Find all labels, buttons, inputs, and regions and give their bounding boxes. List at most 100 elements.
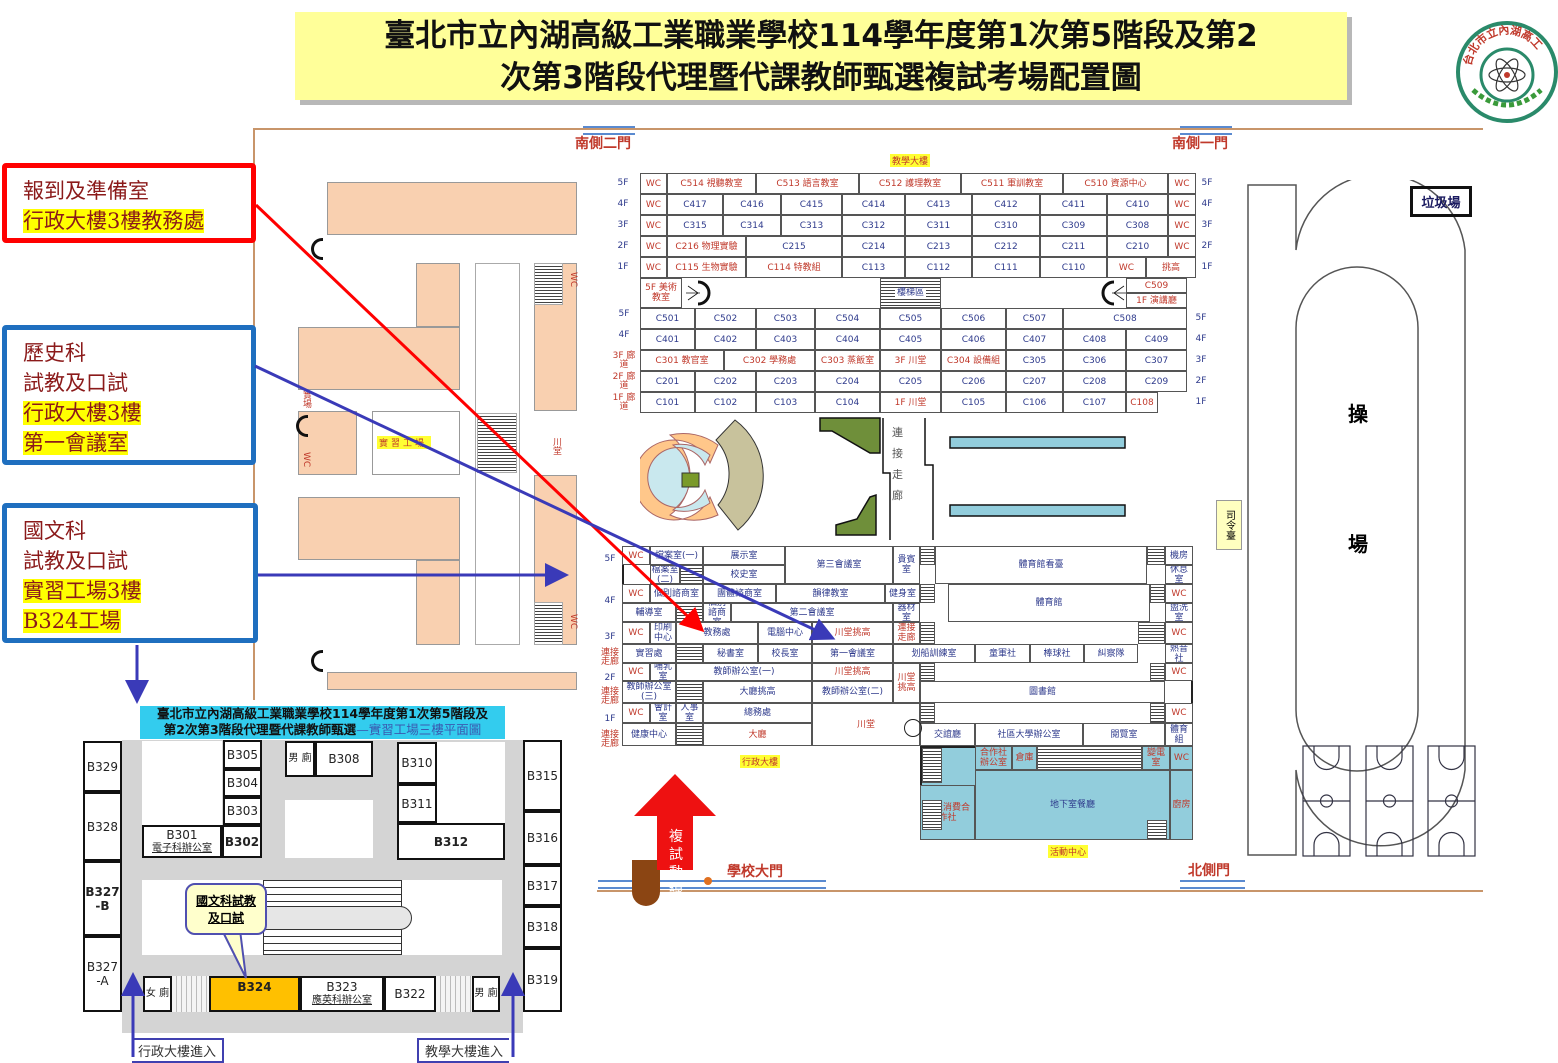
workshop-block	[327, 672, 577, 690]
stair-area-label: 樓梯區	[894, 288, 926, 298]
admin-room: 倉庫	[1012, 746, 1037, 770]
admin-room: 廚房	[1170, 770, 1193, 840]
campus-boundary-bottom	[597, 890, 1483, 892]
classroom: C412	[972, 194, 1040, 215]
admin-room: 總務處	[703, 703, 812, 723]
stairs	[920, 622, 935, 644]
stairs	[922, 748, 942, 783]
south-gate-1: 南側一門	[1172, 136, 1228, 152]
classroom: 3F 川堂	[880, 350, 941, 371]
classroom: C203	[756, 371, 815, 392]
inset-stairs	[172, 976, 209, 1012]
classroom: C105	[941, 392, 1006, 413]
inset-room-b315: B315	[523, 740, 562, 811]
stairs	[920, 584, 935, 603]
wc-label: WC	[301, 452, 311, 468]
classroom: C406	[941, 329, 1006, 350]
admin-room: 體育組	[1165, 723, 1193, 746]
floor-label: 4F	[617, 199, 629, 209]
inset-room-b308: B308	[315, 741, 373, 777]
admin-room: 川堂挑高	[893, 663, 920, 703]
admin-room: 川堂挑高	[812, 663, 893, 681]
admin-room: 人事室	[676, 703, 703, 723]
inset-stair-landing	[258, 906, 412, 930]
teaching-building-label: 教學大樓	[890, 154, 931, 167]
classroom: C313	[781, 215, 842, 236]
classroom: C507	[1006, 308, 1063, 329]
inset-room-mens2: 男 廁	[472, 976, 500, 1012]
inset-room-b329: B329	[83, 741, 122, 792]
classroom: C201	[640, 371, 695, 392]
admin-room: 划船訓練室	[893, 644, 975, 663]
gate-marker	[583, 126, 635, 135]
workshop-block	[416, 263, 460, 327]
floor-label: 2F 廊道	[612, 372, 636, 391]
stairs	[920, 546, 935, 565]
admin-room: 第二會議室	[731, 603, 893, 622]
admin-room: 熱音社	[1165, 644, 1193, 663]
stairs	[1150, 663, 1165, 681]
entry-teaching-building: 教學大樓進入	[417, 1038, 510, 1063]
classroom: C213	[905, 236, 972, 257]
basketball-courts	[1302, 745, 1476, 857]
flow-arrow-icon	[634, 774, 716, 870]
classroom: C303 蒸飯室	[815, 350, 880, 371]
classroom: C113	[842, 257, 905, 278]
floor-label: 5F	[617, 178, 629, 188]
workshop-block	[298, 327, 460, 390]
stairs	[1150, 703, 1165, 723]
classroom: C417	[667, 194, 723, 215]
classroom: 挑高	[1146, 257, 1196, 278]
link-corridor-label: 連接走廊	[600, 648, 619, 667]
floor-label: 2F	[1201, 241, 1213, 251]
classroom: WC	[640, 173, 667, 194]
inset-void	[142, 741, 222, 825]
admin-room: WC	[622, 546, 650, 565]
inset-room-womens: 女 廁	[143, 976, 172, 1012]
floor-label: 3F 廊道	[612, 351, 636, 370]
admin-room: WC	[1170, 746, 1193, 770]
floor-label: 2F	[617, 241, 629, 251]
floor-label: 3F	[604, 632, 616, 642]
stairs	[1037, 746, 1142, 770]
admin-room: 校史室	[703, 565, 785, 584]
admin-room: WC	[1165, 663, 1193, 681]
admin-room: 體育館看臺	[935, 546, 1147, 584]
classroom: C304 設備組	[941, 350, 1006, 371]
title-line-2: 次第3階段代理暨代課教師甄選複試考場配置圖	[500, 60, 1142, 96]
flow-char: 試	[669, 847, 683, 863]
art-room: 5F 美術教室	[640, 278, 682, 308]
floor-label: 1F	[1195, 397, 1207, 407]
link-corridor-label: 連 接 走 廊	[892, 422, 906, 506]
admin-room: 健身室	[885, 584, 920, 603]
hall-label: 川堂	[551, 437, 561, 455]
admin-room: 教師辦公室(二)	[812, 681, 893, 703]
page-title: 臺北市立內湖高級工業職業學校114學年度第1次第5階段及第2 次第3階段代理暨代…	[295, 12, 1347, 100]
floor-label: 4F	[604, 596, 616, 606]
inset-room-mens1: 男 廁	[285, 741, 315, 777]
inset-room-b316: B316	[523, 811, 562, 865]
classroom: C510 資源中心	[1063, 173, 1168, 194]
floor-label: 5F	[1201, 178, 1213, 188]
admin-room: 川堂	[812, 703, 920, 746]
admin-room: 糾察隊	[1084, 644, 1138, 663]
workshop-block	[327, 182, 577, 235]
classroom: WC	[640, 257, 667, 278]
classroom: C504	[815, 308, 880, 329]
floor-label: 4F	[618, 330, 630, 340]
admin-room: WC	[622, 703, 650, 723]
inset-room-b311: B311	[397, 784, 437, 823]
admin-room: 童軍社	[975, 644, 1030, 663]
trash-area: 垃圾場	[1410, 186, 1472, 217]
room-office-label: 電子科辦公室	[152, 842, 212, 854]
admin-room: 變電室	[1142, 746, 1170, 770]
inset-title-suffix: —實習工場三樓平面圖	[356, 722, 482, 737]
admin-room: 實習處	[622, 644, 676, 663]
flow-char: 動	[669, 865, 683, 881]
inset-room-b302: B302	[222, 825, 262, 858]
admin-room: 交誼廳	[920, 723, 975, 746]
inset-void	[285, 800, 373, 858]
floor-label: 1F 廊道	[612, 393, 636, 412]
admin-room: 檔案室(一)	[650, 546, 703, 565]
classroom: C310	[972, 215, 1040, 236]
